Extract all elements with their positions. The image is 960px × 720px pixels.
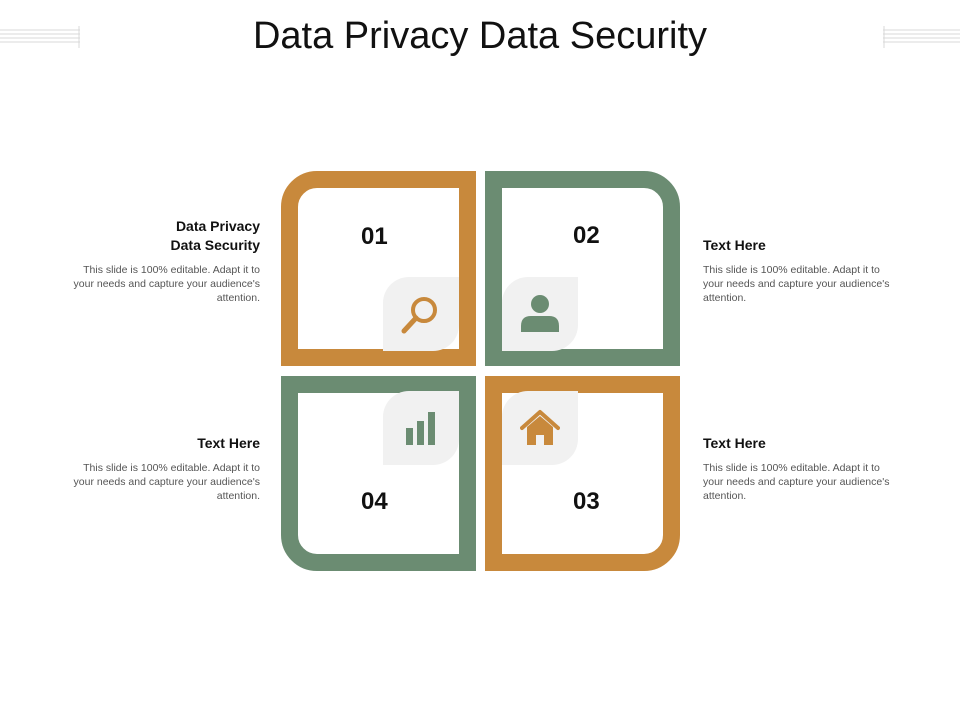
text-block-04: Text Here This slide is 100% editable. A…	[60, 434, 260, 503]
text-block-heading: Data Privacy Data Security	[170, 218, 260, 253]
tile-number-04: 04	[361, 488, 388, 515]
tile-number-01: 01	[361, 223, 388, 250]
icon-box-02	[502, 277, 578, 351]
magnifier-icon	[401, 297, 437, 334]
user-icon	[521, 295, 559, 332]
slide-title: Data Privacy Data Security	[252, 15, 708, 57]
text-block-body: This slide is 100% editable. Adapt it to…	[73, 462, 260, 502]
icon-box-04	[383, 391, 459, 465]
decorative-lines-left	[0, 26, 80, 48]
tile-number-03: 03	[573, 488, 600, 515]
text-block-body: This slide is 100% editable. Adapt it to…	[703, 462, 890, 502]
tile-03	[485, 376, 680, 571]
text-block-03: Text Here This slide is 100% editable. A…	[703, 434, 903, 503]
text-block-01: Data Privacy Data Security This slide is…	[60, 217, 260, 305]
text-block-heading: Text Here	[703, 435, 766, 451]
icon-box-01	[383, 277, 459, 351]
text-block-02: Text Here This slide is 100% editable. A…	[703, 236, 903, 305]
icon-box-03	[502, 391, 578, 465]
decorative-lines-right	[883, 26, 960, 48]
text-block-body: This slide is 100% editable. Adapt it to…	[703, 264, 890, 304]
tile-04	[281, 376, 476, 571]
home-icon	[520, 410, 560, 445]
text-block-body: This slide is 100% editable. Adapt it to…	[73, 264, 260, 304]
tile-number-02: 02	[573, 222, 600, 249]
tile-02	[485, 171, 680, 366]
bar-chart-icon	[406, 412, 435, 445]
text-block-heading: Text Here	[197, 435, 260, 451]
tile-01	[281, 171, 476, 366]
text-block-heading: Text Here	[703, 237, 766, 253]
